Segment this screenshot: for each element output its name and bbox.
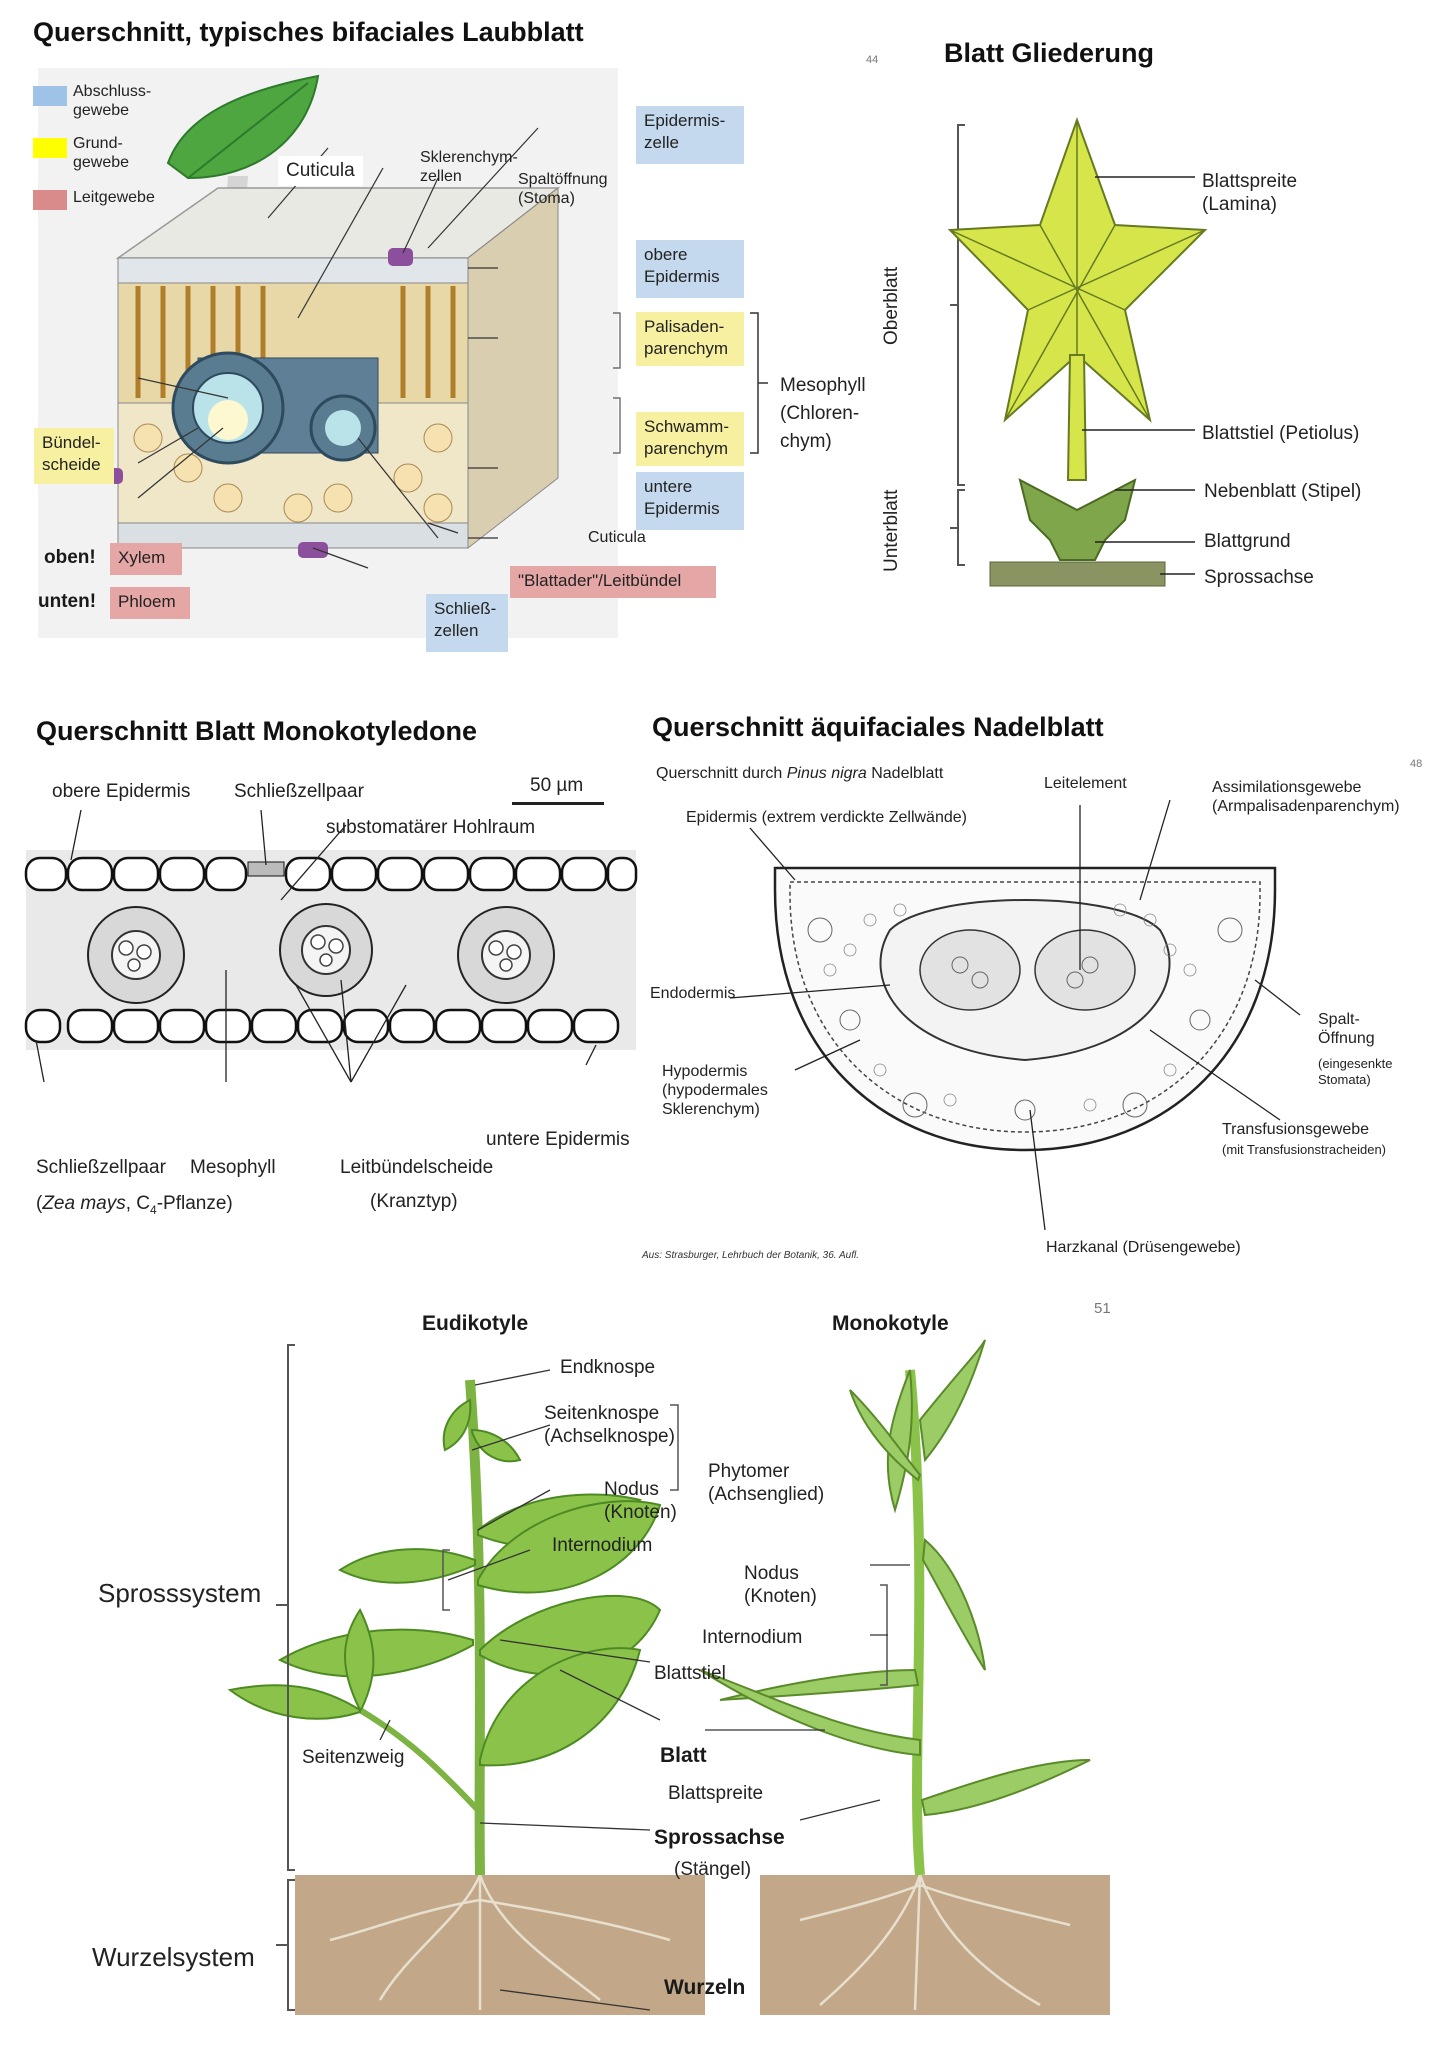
species-caption: (Zea mays, C4-Pflanze) bbox=[36, 1193, 233, 1217]
scale-bar-label: 50 µm bbox=[530, 775, 584, 796]
label-schliesszellpaar-bottom: Schließzellpaar bbox=[36, 1157, 166, 1178]
label-phytomer: Phytomer (Achsenglied) bbox=[708, 1461, 825, 1505]
label-kranztyp: (Kranztyp) bbox=[370, 1191, 458, 1212]
label-untere-epidermis-mono: untere Epidermis bbox=[486, 1129, 630, 1150]
page-number-44: 44 bbox=[866, 54, 879, 66]
legend-swatch-blue bbox=[33, 86, 67, 106]
label-untere-epidermis: untere Epidermis bbox=[636, 472, 744, 530]
label-monokotyle: Monokotyle bbox=[832, 1312, 949, 1335]
pine-needle-section bbox=[729, 799, 1301, 1231]
label-schliesszellen: Schließ- zellen bbox=[426, 594, 508, 652]
label-oben: oben! bbox=[44, 547, 96, 568]
legend-swatch-red bbox=[33, 190, 67, 210]
species-sub: 4 bbox=[150, 1202, 157, 1217]
label-blattgrund: Blattgrund bbox=[1204, 531, 1291, 552]
page-number-51: 51 bbox=[1094, 1300, 1111, 1317]
label-eudikotyle: Eudikotyle bbox=[422, 1312, 529, 1335]
laubblatt-title: Querschnitt, typisches bifaciales Laubbl… bbox=[33, 17, 584, 47]
label-cuticula-top: Cuticula bbox=[278, 156, 363, 186]
label-wurzelsystem: Wurzelsystem bbox=[92, 1942, 255, 1972]
label-wurzeln: Wurzeln bbox=[664, 1976, 746, 1999]
label-nebenblatt-stipel: Nebenblatt (Stipel) bbox=[1204, 481, 1362, 502]
nadel-subtitle-a: Querschnitt durch bbox=[656, 765, 787, 782]
label-staengel: (Stängel) bbox=[674, 1859, 752, 1880]
leaf-structure-diagram bbox=[947, 117, 1208, 587]
label-hohlraum: substomatärer Hohlraum bbox=[326, 817, 536, 838]
label-buendelscheide: Bündel- scheide bbox=[34, 428, 114, 484]
label-spaltoeffnung: Spaltöffnung (Stoma) bbox=[518, 171, 608, 207]
label-obere-epidermis: obere Epidermis bbox=[636, 240, 744, 298]
label-schliesszellpaar-top: Schließzellpaar bbox=[234, 781, 364, 802]
label-nodus: Nodus (Knoten) bbox=[604, 1479, 677, 1523]
label-blattstiel-plant: Blattstiel bbox=[654, 1663, 726, 1684]
label-spalt-note: (eingesenkte Stomata) bbox=[1318, 1056, 1393, 1087]
label-obere-epidermis-mono: obere Epidermis bbox=[52, 781, 191, 802]
label-hypodermis: Hypodermis (hypodermales Sklerenchym) bbox=[662, 1063, 768, 1118]
label-harzkanal: Harzkanal (Drüsengewebe) bbox=[1046, 1239, 1241, 1256]
label-palisaden: Palisaden- parenchym bbox=[636, 312, 744, 366]
label-epidermiszelle: Epidermis- zelle bbox=[636, 106, 744, 164]
legend-label-grund: Grund- gewebe bbox=[73, 135, 130, 171]
label-schwamm: Schwamm- parenchym bbox=[636, 412, 744, 466]
label-epidermis-nadel: Epidermis (extrem verdickte Zellwände) bbox=[686, 809, 967, 826]
label-endknospe: Endknospe bbox=[560, 1357, 656, 1378]
label-spalt: Spalt- Öffnung bbox=[1318, 1011, 1375, 1047]
label-xylem: Xylem bbox=[110, 543, 182, 575]
label-transfusion: Transfusionsgewebe bbox=[1222, 1121, 1370, 1138]
label-cuticula-bottom: Cuticula bbox=[588, 529, 646, 546]
label-sprosssystem: Sprosssystem bbox=[98, 1578, 262, 1608]
label-phloem: Phloem bbox=[110, 587, 190, 619]
label-transfusion-note: (mit Transfusionstracheiden) bbox=[1222, 1142, 1387, 1157]
label-blattspreite-plant: Blattspreite bbox=[668, 1783, 764, 1804]
label-nodus-mono: Nodus (Knoten) bbox=[744, 1563, 817, 1607]
label-seitenknospe: Seitenknospe (Achselknospe) bbox=[544, 1403, 675, 1447]
label-sprossachse: Sprossachse bbox=[1204, 567, 1314, 588]
label-sklerenchym: Sklerenchym- zellen bbox=[420, 149, 518, 185]
label-leitelement: Leitelement bbox=[1044, 775, 1127, 792]
label-blatt: Blatt bbox=[660, 1744, 707, 1767]
gliederung-title: Blatt Gliederung bbox=[944, 38, 1155, 68]
legend-swatch-yellow bbox=[33, 138, 67, 158]
monokot-title: Querschnitt Blatt Monokotyledone bbox=[36, 716, 478, 746]
label-internodium: Internodium bbox=[552, 1535, 653, 1556]
label-blattader: "Blattader"/Leitbündel bbox=[510, 566, 716, 598]
label-internodium-mono: Internodium bbox=[702, 1627, 803, 1648]
legend-label-leit: Leitgewebe bbox=[73, 189, 155, 206]
label-mesophyll-mono: Mesophyll bbox=[190, 1157, 276, 1178]
legend-label-abschluss: Abschluss- gewebe bbox=[73, 83, 152, 119]
label-blattspreite-lamina: Blattspreite (Lamina) bbox=[1202, 171, 1298, 215]
label-mesophyll: Mesophyll (Chloren- chym) bbox=[780, 375, 866, 452]
label-endodermis: Endodermis bbox=[650, 985, 736, 1002]
species-end: -Pflanze) bbox=[156, 1193, 233, 1214]
page-number-48: 48 bbox=[1410, 758, 1423, 770]
nadel-subtitle-species: Pinus nigra bbox=[786, 765, 867, 782]
label-source: Aus: Strasburger, Lehrbuch der Botanik, … bbox=[642, 1250, 859, 1261]
label-seitenzweig: Seitenzweig bbox=[302, 1747, 405, 1768]
species-rest: , C bbox=[125, 1193, 151, 1214]
label-blattstiel-petiolus: Blattstiel (Petiolus) bbox=[1202, 423, 1360, 444]
scale-bar bbox=[512, 802, 604, 805]
monocot-leaf-section bbox=[24, 809, 638, 1083]
label-unten: unten! bbox=[38, 591, 97, 612]
label-assimilation: Assimilationsgewebe (Armpalisadenparench… bbox=[1212, 779, 1400, 815]
nadel-subtitle: Querschnitt durch Pinus nigra Nadelblatt bbox=[656, 764, 943, 783]
nadel-title: Querschnitt äquifaciales Nadelblatt bbox=[652, 712, 1104, 742]
plant-illustration bbox=[227, 1339, 1110, 2015]
label-unterblatt: Unterblatt bbox=[881, 489, 902, 572]
label-oberblatt: Oberblatt bbox=[881, 266, 902, 345]
label-sprossachse-plant: Sprossachse bbox=[654, 1826, 785, 1849]
nadel-subtitle-b: Nadelblatt bbox=[866, 765, 944, 782]
label-leitbuendelscheide: Leitbündelscheide bbox=[340, 1157, 494, 1178]
species-name: Zea mays bbox=[42, 1193, 126, 1214]
